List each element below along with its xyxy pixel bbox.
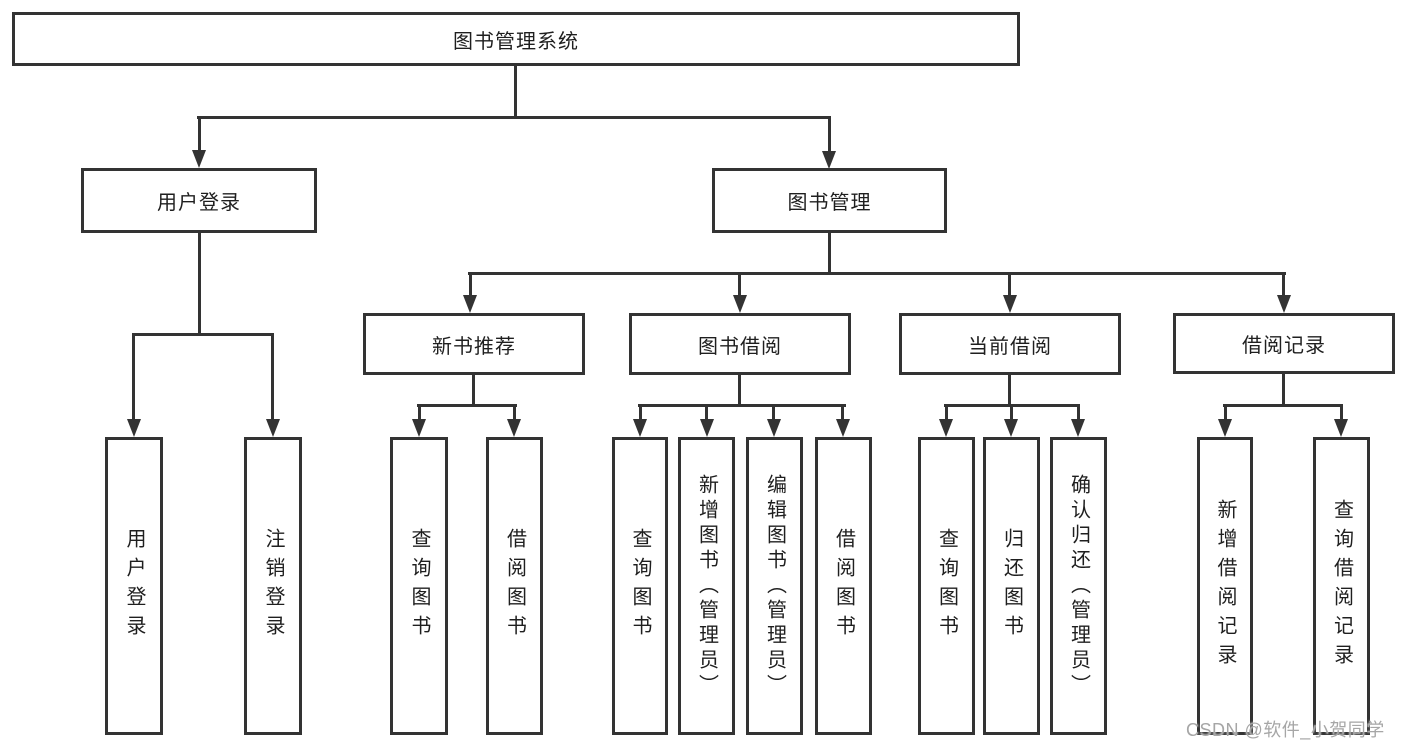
arrowhead-down-icon	[127, 419, 141, 437]
connector-line	[468, 272, 1286, 275]
arrowhead-down-icon	[1071, 419, 1085, 437]
connector-line	[1224, 404, 1227, 422]
connector-line	[513, 404, 516, 422]
connector-line	[1282, 272, 1285, 298]
leaf-node-query-borrow-record: 查询借阅记录	[1313, 437, 1370, 735]
arrowhead-down-icon	[1334, 419, 1348, 437]
section-node-borrowing-records: 借阅记录	[1173, 313, 1395, 374]
connector-line	[772, 404, 775, 422]
connector-line	[1340, 404, 1343, 422]
leaf-node-user-login: 用户登录	[105, 437, 163, 735]
leaf-node-borrow-books: 借阅图书	[815, 437, 872, 735]
branch-node-book-management: 图书管理	[712, 168, 947, 233]
root-node-library-system: 图书管理系统	[12, 12, 1020, 66]
connector-line	[1223, 404, 1343, 407]
connector-line	[271, 333, 274, 421]
connector-line	[738, 375, 741, 407]
connector-line	[1282, 374, 1285, 407]
arrowhead-down-icon	[1003, 295, 1017, 313]
connector-line	[1008, 375, 1011, 407]
connector-line	[472, 375, 475, 407]
section-node-new-book-recommendation: 新书推荐	[363, 313, 585, 375]
connector-line	[738, 272, 741, 298]
branch-node-user-login: 用户登录	[81, 168, 317, 233]
connector-line	[1077, 404, 1080, 422]
connector-line	[828, 233, 831, 275]
connector-line	[828, 116, 831, 154]
arrowhead-down-icon	[1277, 295, 1291, 313]
leaf-node-confirm-return-admin: 确认归还（管理员）	[1050, 437, 1107, 735]
arrowhead-down-icon	[939, 419, 953, 437]
arrowhead-down-icon	[700, 419, 714, 437]
section-node-book-borrowing: 图书借阅	[629, 313, 851, 375]
connector-line	[514, 66, 517, 118]
leaf-node-add-book-admin: 新增图书（管理员）	[678, 437, 735, 735]
connector-line	[1008, 272, 1011, 298]
leaf-node-edit-book-admin: 编辑图书（管理员）	[746, 437, 803, 735]
arrowhead-down-icon	[822, 151, 836, 169]
leaf-node-query-books-recommend: 查询图书	[390, 437, 448, 735]
connector-line	[198, 116, 201, 154]
connector-line	[418, 404, 421, 422]
leaf-node-borrow-books-recommend: 借阅图书	[486, 437, 543, 735]
connector-line	[639, 404, 642, 422]
leaf-node-logout: 注销登录	[244, 437, 302, 735]
arrowhead-down-icon	[1004, 419, 1018, 437]
connector-line	[133, 333, 274, 336]
arrowhead-down-icon	[192, 150, 206, 168]
section-node-current-borrowing: 当前借阅	[899, 313, 1121, 375]
connector-line	[197, 116, 831, 119]
connector-line	[638, 404, 846, 407]
arrowhead-down-icon	[507, 419, 521, 437]
arrowhead-down-icon	[1218, 419, 1232, 437]
arrowhead-down-icon	[733, 295, 747, 313]
connector-line	[945, 404, 948, 422]
arrowhead-down-icon	[412, 419, 426, 437]
leaf-node-add-borrow-record: 新增借阅记录	[1197, 437, 1253, 735]
connector-line	[1010, 404, 1013, 422]
connector-line	[469, 272, 472, 298]
arrowhead-down-icon	[633, 419, 647, 437]
connector-line	[841, 404, 844, 422]
leaf-node-return-book: 归还图书	[983, 437, 1040, 735]
leaf-node-query-books-borrowing: 查询图书	[612, 437, 668, 735]
connector-line	[417, 404, 517, 407]
connector-line	[132, 333, 135, 421]
connector-line	[198, 233, 201, 336]
watermark: CSDN @软件_小贺同学	[1186, 720, 1385, 740]
arrowhead-down-icon	[463, 295, 477, 313]
arrowhead-down-icon	[767, 419, 781, 437]
arrowhead-down-icon	[836, 419, 850, 437]
connector-line	[705, 404, 708, 422]
leaf-node-query-books-current: 查询图书	[918, 437, 975, 735]
arrowhead-down-icon	[266, 419, 280, 437]
